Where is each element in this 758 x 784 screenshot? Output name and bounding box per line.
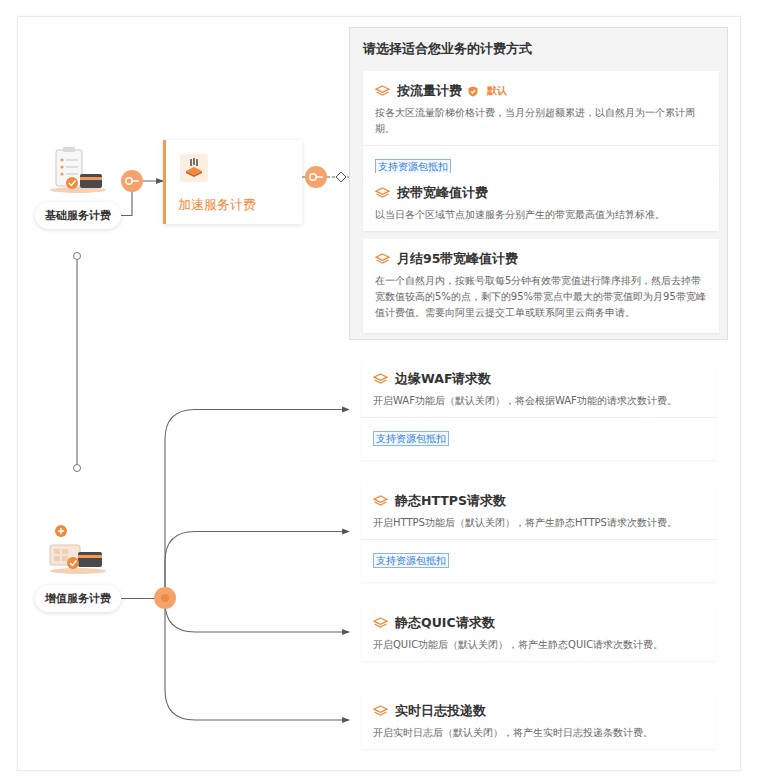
pill-text: 增值服务计费 bbox=[45, 592, 111, 605]
resource-tag: 支持资源包抵扣 bbox=[373, 553, 449, 568]
card-body: 开启HTTPS功能后（默认关闭），将产生静态HTTPS请求次数计费。 bbox=[361, 510, 716, 531]
card-head: 按流量计费 默认 bbox=[363, 71, 719, 100]
layer-stroke bbox=[374, 706, 387, 712]
accel-icon bbox=[180, 154, 208, 182]
option-card: 静态QUIC请求数开启QUIC功能后（默认关闭），将产生静态QUIC请求次数计费… bbox=[361, 603, 716, 661]
layer-stroke bbox=[377, 92, 389, 95]
option-card: 边缘WAF请求数开启WAF功能后（默认关闭），将会根据WAF功能的请求次数计费。… bbox=[361, 359, 716, 460]
layer-stroke bbox=[376, 86, 389, 92]
line-end-dot bbox=[74, 465, 81, 472]
panel-heading: 请选择适合您业务的计费方式 bbox=[363, 40, 532, 58]
addon-panel: 静态QUIC请求数开启QUIC功能后（默认关闭），将产生静态QUIC请求次数计费… bbox=[349, 592, 728, 672]
card-body: 以当日各个区域节点加速服务分别产生的带宽最高值为结算标准。 bbox=[363, 202, 719, 223]
base-billing-icon bbox=[50, 147, 106, 193]
card-title: 边缘WAF请求数 bbox=[395, 371, 491, 388]
default-badge: 默认 bbox=[468, 85, 507, 98]
shield-shape bbox=[469, 87, 478, 97]
layers-icon bbox=[373, 617, 388, 630]
card-head: 实时日志投递数 bbox=[361, 691, 716, 720]
addon-panel: 实时日志投递数开启实时日志后（默认关闭），将产生实时日志投递条数计费。 bbox=[349, 680, 728, 760]
line-end-dot bbox=[74, 253, 81, 260]
card-title: 按流量计费 bbox=[397, 83, 462, 100]
connector bbox=[121, 599, 349, 633]
card-footer: 支持资源包抵扣 bbox=[361, 417, 716, 454]
icon-speed bbox=[191, 158, 197, 166]
layers-icon bbox=[373, 705, 388, 718]
layers-icon bbox=[373, 495, 388, 508]
option-card: 按流量计费 默认按各大区流量阶梯价格计费，当月分别超额累进，以自然月为一个累计周期… bbox=[363, 71, 719, 188]
pill-text: 基础服务计费 bbox=[45, 209, 111, 222]
layer-stroke bbox=[375, 502, 387, 505]
junction-circle bbox=[121, 170, 143, 192]
layer-stroke bbox=[377, 260, 389, 263]
label-pill: 增值服务计费 bbox=[35, 585, 121, 612]
option-card: 实时日志投递数开启实时日志后（默认关闭），将产生实时日志投递条数计费。 bbox=[361, 691, 716, 749]
layer-stroke bbox=[375, 712, 387, 715]
connector bbox=[121, 599, 349, 721]
card-head: 边缘WAF请求数 bbox=[361, 359, 716, 388]
card-head: 按带宽峰值计费 bbox=[363, 173, 719, 202]
card-title: 静态QUIC请求数 bbox=[395, 615, 495, 632]
card-head: 静态QUIC请求数 bbox=[361, 603, 716, 632]
badge-text: 默认 bbox=[487, 85, 507, 98]
billing-box: 加速服务计费 bbox=[163, 140, 302, 224]
card-body: 开启实时日志后（默认关闭），将产生实时日志投递条数计费。 bbox=[361, 720, 716, 741]
option-card: 按带宽峰值计费以当日各个区域节点加速服务分别产生的带宽最高值为结算标准。 bbox=[363, 173, 719, 231]
addon-panel: 静态HTTPS请求数开启HTTPS功能后（默认关闭），将产生静态HTTPS请求次… bbox=[349, 470, 728, 593]
layer-stroke bbox=[377, 194, 389, 197]
shield-icon bbox=[468, 86, 478, 97]
value-added-icon bbox=[50, 525, 106, 574]
layers-icon bbox=[375, 187, 390, 200]
connector bbox=[121, 532, 349, 599]
connector bbox=[76, 260, 77, 464]
fork-circle bbox=[154, 587, 176, 609]
card-head: 静态HTTPS请求数 bbox=[361, 481, 716, 510]
icon-side bbox=[186, 171, 202, 177]
card-body: 开启WAF功能后（默认关闭），将会根据WAF功能的请求次数计费。 bbox=[361, 388, 716, 409]
card-title: 月结95带宽峰值计费 bbox=[397, 251, 518, 268]
card-body: 在一个自然月内，按账号取每5分钟有效带宽值进行降序排列，然后去掉带宽数值较高的5… bbox=[363, 268, 719, 321]
option-panel: 请选择适合您业务的计费方式按流量计费 默认按各大区流量阶梯价格计费，当月分别超额累… bbox=[349, 27, 728, 340]
layer-stroke bbox=[374, 618, 387, 624]
card-body: 按各大区流量阶梯价格计费，当月分别超额累进，以自然月为一个累计周期。 bbox=[363, 100, 719, 137]
resource-tag: 支持资源包抵扣 bbox=[375, 159, 451, 174]
option-card: 静态HTTPS请求数开启HTTPS功能后（默认关闭），将产生静态HTTPS请求次… bbox=[361, 481, 716, 582]
layer-stroke bbox=[376, 188, 389, 194]
card-title: 按带宽峰值计费 bbox=[397, 185, 488, 202]
addon-panel: 边缘WAF请求数开启WAF功能后（默认关闭），将会根据WAF功能的请求次数计费。… bbox=[349, 348, 728, 471]
card-title: 静态HTTPS请求数 bbox=[395, 493, 506, 510]
label-pill: 基础服务计费 bbox=[35, 202, 121, 229]
card-footer: 支持资源包抵扣 bbox=[361, 539, 716, 576]
layers-icon bbox=[373, 373, 388, 386]
layers-icon bbox=[375, 253, 390, 266]
junction-circle bbox=[305, 166, 327, 188]
shield-check bbox=[471, 90, 475, 93]
box-title: 加速服务计费 bbox=[178, 197, 256, 214]
layer-stroke bbox=[375, 380, 387, 383]
card-body: 开启QUIC功能后（默认关闭），将产生静态QUIC请求次数计费。 bbox=[361, 632, 716, 653]
icon-ground bbox=[180, 154, 208, 182]
resource-tag: 支持资源包抵扣 bbox=[373, 431, 449, 446]
layer-stroke bbox=[374, 374, 387, 380]
card-title: 实时日志投递数 bbox=[395, 703, 486, 720]
connector bbox=[121, 410, 349, 599]
diamond-end bbox=[336, 172, 346, 182]
card-head: 月结95带宽峰值计费 bbox=[363, 239, 719, 268]
layer-stroke bbox=[375, 624, 387, 627]
layer-stroke bbox=[374, 496, 387, 502]
layer-stroke bbox=[376, 254, 389, 260]
option-card: 月结95带宽峰值计费在一个自然月内，按账号取每5分钟有效带宽值进行降序排列，然后… bbox=[363, 239, 719, 333]
layers-icon bbox=[375, 85, 390, 98]
